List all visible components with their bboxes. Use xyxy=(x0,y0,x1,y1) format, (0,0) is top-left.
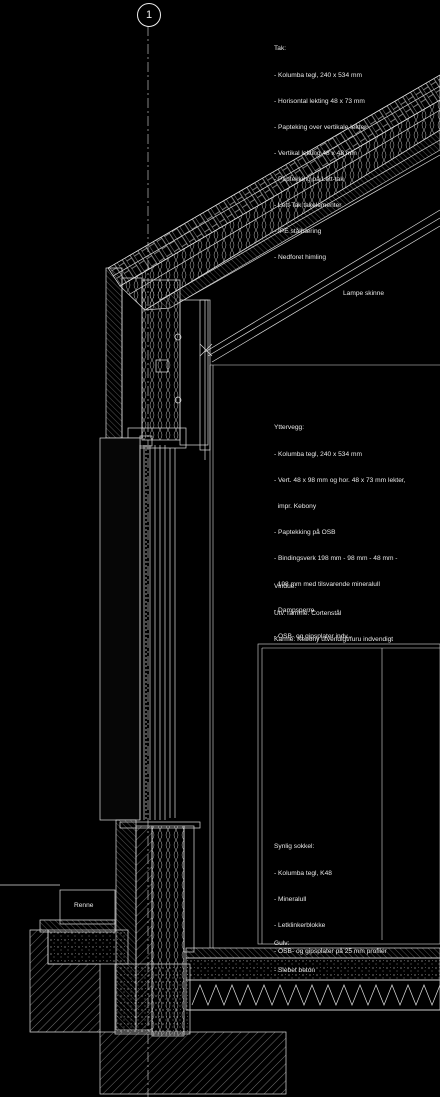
note-yttervegg-line: - Bindingsverk 198 mm - 98 mm - 48 mm - xyxy=(274,554,398,562)
note-yttervegg-line: impr. Kebony xyxy=(274,502,317,510)
note-sokkel: Synlig sokkel: - Kolumba tegl, K48 - Min… xyxy=(274,826,387,965)
note-vindue: Vindue: Utv. ramme: Cortenstål Karme: Ke… xyxy=(274,566,393,653)
grid-bubble: 1 xyxy=(137,3,161,27)
note-yttervegg-line: - Dampsperre xyxy=(274,607,315,615)
floor-detail xyxy=(185,947,440,1011)
note-sokkel-line: - OSB- og gipsplater på 25 mm profiler xyxy=(274,947,387,955)
note-yttervegg-line: - Paptekking på OSB xyxy=(274,528,336,536)
note-yttervegg-line: - OSB- og gipsplater indv. xyxy=(274,633,350,641)
note-gulv-title: Gulv: xyxy=(274,940,290,948)
note-yttervegg-line: - Vert. 48 x 98 mm og hor. 48 x 73 mm le… xyxy=(274,476,406,484)
note-vindue-title: Vindue: xyxy=(274,583,297,591)
roof-assembly xyxy=(107,74,440,363)
note-vindue-line: Utv. ramme: Cortenstål xyxy=(274,609,342,617)
label-renne: Renne xyxy=(74,902,94,909)
note-tak-line: - Lett-Tak takelementer xyxy=(274,202,342,210)
note-yttervegg: Yttervegg: - Kolumba tegl, 240 x 534 mm … xyxy=(274,407,406,651)
window-section xyxy=(99,437,176,821)
note-tak-title: Tak: xyxy=(274,45,287,53)
note-tak-line: - Nedforet himling xyxy=(274,254,327,262)
note-tak-line: - IPE stålbæring xyxy=(274,228,322,236)
note-sokkel-line: - Kolumba tegl, K48 xyxy=(274,869,332,877)
note-gulv-line: - Slebet beton xyxy=(274,966,316,974)
wall-head-detail xyxy=(105,267,213,460)
label-lampe-skinne: Lampe skinne xyxy=(343,290,385,297)
note-tak-line: - Vertikal lekting 48 x 48 mm xyxy=(274,149,357,157)
note-sokkel-title: Synlig sokkel: xyxy=(274,843,315,851)
note-yttervegg-line: - Kolumba tegl, 240 x 534 mm xyxy=(274,450,362,458)
interior-lines xyxy=(209,364,440,948)
note-vindue-line: Karme: Kebony utvendigt/furu indvendigt xyxy=(274,635,394,643)
note-sokkel-line: - Letklinkerblokke xyxy=(274,921,326,929)
note-yttervegg-title: Yttervegg: xyxy=(274,424,305,432)
note-yttervegg-line: 198 mm med tilsvarende mineralull xyxy=(274,581,380,589)
note-tak: Tak: - Kolumba tegl, 240 x 534 mm - Hori… xyxy=(274,28,366,272)
note-tak-line: - Paptekking på Lett-tak xyxy=(274,175,344,183)
note-gulv: Gulv: - Slebet beton xyxy=(274,923,315,984)
note-tak-line: - Papteking over vertikale lekter xyxy=(274,123,367,131)
note-tak-line: - Horisontal lekting 48 x 73 mm xyxy=(274,97,365,105)
base-detail xyxy=(0,819,287,1095)
note-tak-line: - Kolumba tegl, 240 x 534 mm xyxy=(274,71,362,79)
note-sokkel-line: - Mineralull xyxy=(274,895,307,903)
